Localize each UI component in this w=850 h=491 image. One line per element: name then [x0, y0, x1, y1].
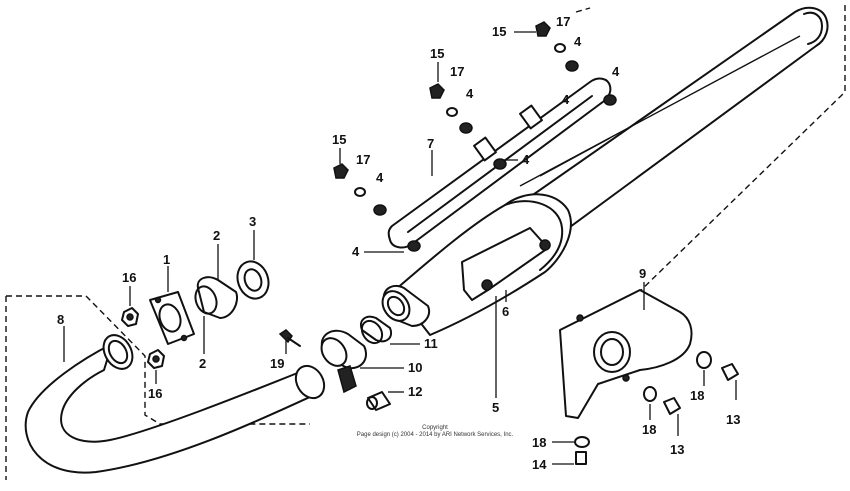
part-10-clamp: [320, 329, 367, 394]
copyright-line-1: Copyright: [422, 425, 448, 431]
part-1-flange: [149, 291, 195, 345]
hardware-washers: [333, 21, 739, 465]
copyright-notice: Copyright Page design (c) 2004 - 2014 by…: [300, 425, 570, 439]
exhaust-pipe: [24, 334, 326, 474]
part-19-bolt: [278, 329, 301, 347]
label-16b: 16: [148, 386, 162, 401]
label-1: 1: [163, 252, 170, 267]
part-9-bracket-plate: [559, 289, 693, 419]
label-18b: 18: [642, 422, 656, 437]
label-4d: 4: [522, 152, 530, 167]
label-19: 19: [270, 356, 284, 371]
label-17b: 17: [450, 64, 464, 79]
label-17c: 17: [556, 14, 570, 29]
label-4a: 4: [376, 170, 384, 185]
part-labels: 1 2 2 3 4 4 4 4 4 4 4 5 6 7 8 9 10 11 12…: [57, 14, 740, 472]
part-3-gasket: [236, 260, 270, 300]
label-4e: 4: [574, 34, 582, 49]
label-3: 3: [249, 214, 256, 229]
label-4c: 4: [466, 86, 474, 101]
label-10: 10: [408, 360, 422, 375]
label-7: 7: [427, 136, 434, 151]
label-18a: 18: [690, 388, 704, 403]
label-5: 5: [492, 400, 499, 415]
label-15a: 15: [332, 132, 346, 147]
label-4b: 4: [352, 244, 360, 259]
label-4g: 4: [562, 92, 570, 107]
leader-lines: [63, 31, 737, 465]
label-15b: 15: [430, 46, 444, 61]
label-8: 8: [57, 312, 64, 327]
label-13b: 13: [670, 442, 684, 457]
label-15c: 15: [492, 24, 506, 39]
label-12: 12: [408, 384, 422, 399]
label-11: 11: [424, 336, 438, 351]
part-12-cap: [366, 391, 391, 411]
label-4f: 4: [612, 64, 620, 79]
part-11-gasket: [360, 315, 392, 345]
part-2-collar: [194, 276, 238, 319]
label-13a: 13: [726, 412, 740, 427]
copyright-line-2: Page design (c) 2004 - 2014 by ARI Netwo…: [356, 432, 514, 438]
label-14: 14: [532, 457, 547, 472]
part-16-nuts: [121, 307, 165, 369]
muffler-body: [394, 193, 572, 336]
label-17a: 17: [356, 152, 370, 167]
label-9: 9: [639, 266, 646, 281]
label-6: 6: [502, 304, 509, 319]
label-16a: 16: [122, 270, 136, 285]
label-2a: 2: [213, 228, 220, 243]
label-18c: 18: [532, 435, 546, 450]
muffler-inlet: [381, 284, 430, 327]
label-2b: 2: [199, 356, 206, 371]
